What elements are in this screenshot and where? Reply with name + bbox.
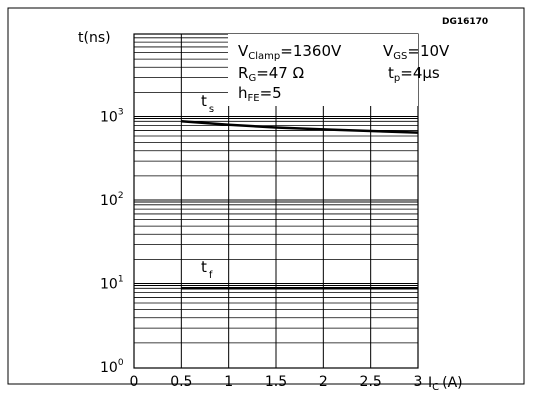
cond-hfe-main: h — [238, 84, 248, 102]
x-axis-label-main: I — [428, 375, 432, 391]
y-tick-base: 10 — [100, 193, 118, 209]
x-tick-label: 1 — [224, 374, 233, 390]
y-tick-label: 101 — [100, 275, 124, 293]
cond-rg: RG=47 Ω — [238, 64, 304, 84]
conditions-box — [228, 34, 418, 106]
cond-vclamp: VClamp=1360V — [238, 42, 342, 62]
cond-vgs-rest: =10V — [407, 42, 450, 60]
series-layer — [181, 120, 419, 290]
cond-rg-rest: =47 Ω — [256, 64, 304, 82]
x-tick-label: 0 — [130, 374, 139, 390]
series-label-ts-sub: s — [209, 104, 214, 115]
cond-tp-rest: =4μs — [400, 64, 440, 82]
y-tick-exponent: 3 — [118, 108, 124, 118]
y-tick-exponent: 1 — [118, 275, 124, 285]
series-label-tf-sub: f — [209, 270, 213, 281]
x-tick-label: 1.5 — [265, 374, 287, 390]
y-tick-exponent: 2 — [118, 191, 124, 201]
x-tick-label: 0.5 — [170, 374, 192, 390]
y-tick-exponent: 0 — [118, 358, 124, 368]
frame-border — [7, 7, 525, 385]
x-tick-label: 2 — [319, 374, 328, 390]
y-tick-base: 10 — [100, 110, 118, 126]
x-axis-label: IC(A) — [428, 375, 463, 393]
series-line-ts — [181, 120, 419, 134]
cond-vclamp-rest: =1360V — [280, 42, 342, 60]
x-axis-label-sub: C — [432, 382, 439, 393]
cond-rg-sub: G — [248, 73, 256, 84]
y-tick-base: 10 — [100, 277, 118, 293]
y-axis-label: t(ns) — [78, 30, 111, 46]
cond-hfe-rest: =5 — [260, 84, 282, 102]
y-tick-label: 102 — [100, 191, 124, 209]
cond-vgs-sub: GS — [393, 51, 407, 62]
series-label-tf-main: t — [201, 258, 207, 276]
cond-vclamp-sub: Clamp — [248, 51, 280, 62]
x-tick-label: 2.5 — [360, 374, 382, 390]
y-tick-base: 10 — [100, 360, 118, 376]
cond-tp: tp=4μs — [388, 64, 440, 84]
series-label-ts-main: t — [201, 92, 207, 110]
cond-vgs-main: V — [383, 42, 394, 60]
cond-tp-main: t — [388, 64, 394, 82]
x-tick-label: 3 — [414, 374, 423, 390]
y-tick-label: 100 — [100, 358, 124, 376]
cond-tp-sub: p — [394, 73, 400, 84]
x-tick-labels: 0 0.5 1 1.5 2 2.5 3 — [130, 374, 423, 390]
y-tick-label: 103 — [100, 108, 124, 126]
cond-vgs: VGS=10V — [383, 42, 450, 62]
x-axis-label-unit: (A) — [442, 375, 463, 391]
cond-rg-main: R — [238, 64, 248, 82]
figure-code: DG16170 — [442, 17, 488, 27]
cond-hfe-sub: FE — [248, 93, 260, 104]
cond-hfe: hFE=5 — [238, 84, 282, 104]
cond-vclamp-main: V — [238, 42, 249, 60]
